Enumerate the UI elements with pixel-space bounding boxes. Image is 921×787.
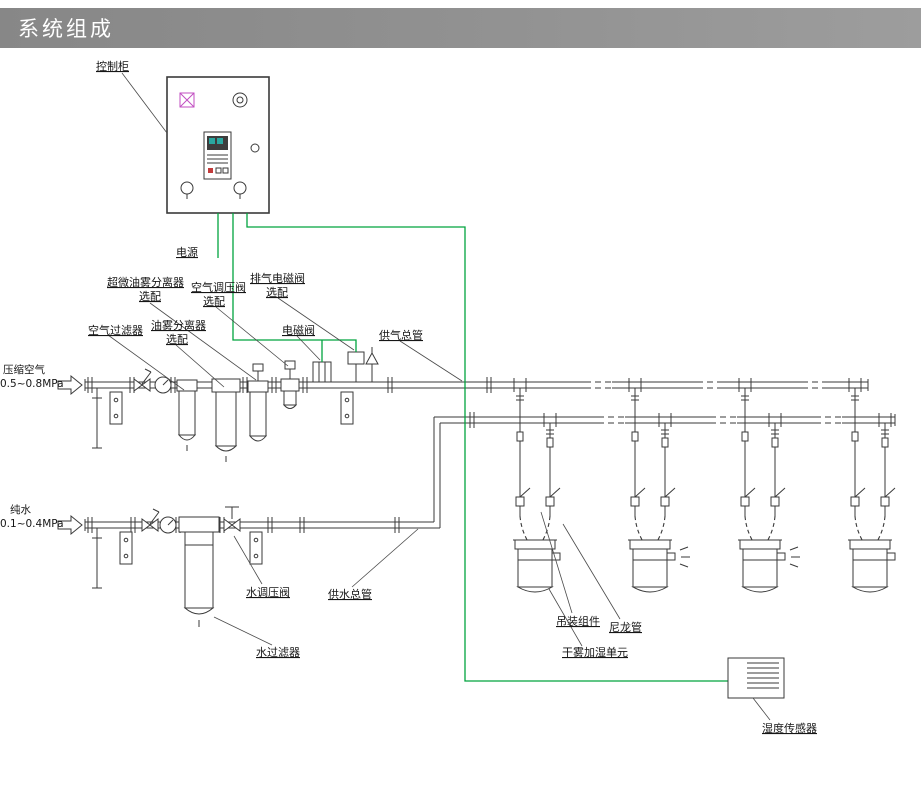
air-pressure-regulator-unit [280,360,300,409]
air-pressure-gauge [154,376,172,394]
control-cabinet [166,76,270,214]
label-air-filter: 空气过滤器 [88,323,143,337]
air-supply-pipe [84,379,869,391]
label-compressed-air-pressure: 0.5~0.8MPa [0,378,64,390]
control-wires [217,213,728,682]
label-fog-humidifier-unit: 干雾加湿单元 [562,646,628,659]
humidity-sensor [727,657,785,699]
label-pure-water-pressure: 0.1~0.4MPa [0,518,64,530]
water-filter-unit [178,516,220,627]
label-control-cabinet: 控制柜 [96,59,129,73]
label-ultra-oil-separator: 超微油雾分离器 [107,275,184,289]
fog-humidifier-assembly-2 [627,377,676,593]
label-ultra-oil-separator-opt: 选配 [139,290,161,303]
push-button-left [180,181,194,199]
label-air-regulator: 空气调压阀 [191,280,246,294]
label-water-main: 供水总管 [328,587,372,601]
fog-spray [679,546,800,568]
section-title: 系统组成 [18,17,114,41]
label-exhaust-solenoid: 排气电磁阀 [250,271,305,285]
label-hoisting-assembly: 吊装组件 [556,614,600,628]
water-pressure-regulator-unit [223,506,241,532]
label-water-filter: 水过滤器 [256,646,300,659]
indicator-socket [232,92,248,108]
label-exhaust-solenoid-opt: 选配 [266,286,288,299]
fog-humidifier-assembly-4 [847,377,896,593]
exhaust-solenoid-valve-unit [347,347,379,382]
label-power: 电源 [176,245,198,259]
label-air-regulator-opt: 选配 [203,295,225,308]
water-supply-pipe [84,414,896,531]
label-compressed-air: 压缩空气 [3,363,45,376]
air-line-drain-leg [91,387,103,449]
mounting-bracket [109,391,123,425]
label-water-regulator: 水调压阀 [246,585,290,599]
label-oil-separator-opt: 选配 [166,333,188,346]
label-solenoid-valve: 电磁阀 [282,323,315,337]
fog-humidifier-assembly-3 [737,377,786,593]
label-oil-separator: 油雾分离器 [151,318,206,332]
water-line-drain-leg [91,527,103,589]
mounting-bracket [249,531,263,565]
ultra-oil-mist-separator-unit [247,363,269,442]
air-filter-unit [176,379,198,451]
label-air-main: 供气总管 [379,328,423,342]
section-header: 系统组成 [0,8,921,48]
fog-humidifier-assembly-1 [512,377,561,593]
mounting-bracket [340,391,354,425]
label-humidity-sensor: 湿度传感器 [762,721,817,735]
small-button [250,143,260,153]
label-pure-water: 纯水 [10,503,31,516]
push-button-right [233,181,247,199]
leader-lines [107,72,771,721]
water-pressure-gauge [159,516,177,534]
indicator-light-magenta [179,92,195,108]
label-nylon-tube: 尼龙管 [609,620,642,634]
oil-mist-separator-unit [211,378,241,462]
mounting-bracket [119,531,133,565]
controller-unit [203,131,232,180]
solenoid-valve-unit [312,361,332,383]
